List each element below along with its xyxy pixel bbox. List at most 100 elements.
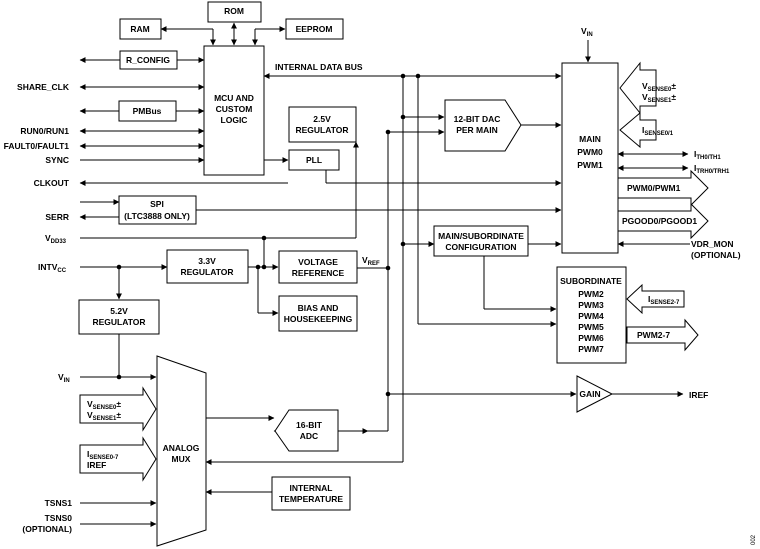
mcu-block: MCU AND CUSTOM LOGIC <box>203 45 265 176</box>
mcu-label-line1: MCU AND <box>214 93 254 103</box>
isense01-label: ISENSE0/1 <box>642 125 674 137</box>
config-label-line2: CONFIGURATION <box>445 242 516 252</box>
vsense1-main-label: VSENSE1± <box>642 92 676 104</box>
mcu-label-line3: LOGIC <box>221 115 248 125</box>
intvcc-label: INTVCC <box>38 262 67 274</box>
run-label: RUN0/RUN1 <box>20 126 69 136</box>
voltage-reference-block: VOLTAGE REFERENCE <box>278 250 358 284</box>
sub-pwm4-label: PWM4 <box>578 311 604 321</box>
clkout-label: CLKOUT <box>34 178 70 188</box>
tsns1-label: TSNS1 <box>45 498 73 508</box>
vdd33-label: VDD33 <box>45 233 67 245</box>
gain-label: GAIN <box>579 389 600 399</box>
vsense1-mux-label: VSENSE1± <box>87 410 121 422</box>
subordinate-block: SUBORDINATE PWM2 PWM3 PWM4 PWM5 PWM6 PWM… <box>556 266 627 364</box>
sub-pwm3-label: PWM3 <box>578 300 604 310</box>
analog-mux-line2: MUX <box>172 454 191 464</box>
pwm27-label: PWM2-7 <box>637 330 670 340</box>
regulator-5v2-block: 5.2V REGULATOR <box>78 299 160 335</box>
rom-block: ROM <box>207 1 262 23</box>
vsense-mux-input-arrow <box>79 386 157 432</box>
isense07-input-arrow <box>79 436 157 482</box>
regulator-3v3-block: 3.3V REGULATOR <box>166 249 249 284</box>
ram-block: RAM <box>119 18 162 40</box>
subordinate-label: SUBORDINATE <box>560 276 622 286</box>
bias-housekeeping-block: BIAS AND HOUSEKEEPING <box>278 295 358 332</box>
analog-mux-line1: ANALOG <box>163 443 200 453</box>
vdr-mon-optional-label: (OPTIONAL) <box>691 250 741 260</box>
regulator-2v5-line2: REGULATOR <box>295 125 348 135</box>
dac-block: 12-BIT DAC PER MAIN <box>444 99 522 152</box>
config-block: MAIN/SUBORDINATE CONFIGURATION <box>433 225 529 257</box>
regulator-3v3-line1: 3.3V <box>198 256 216 266</box>
figure-id: 002 <box>751 534 757 545</box>
junction-dots <box>116 73 421 397</box>
rom-label: ROM <box>224 6 244 16</box>
regulator-3v3-line2: REGULATOR <box>180 267 233 277</box>
r-config-block: R_CONFIG <box>119 50 178 70</box>
isense07-label: ISENSE0-7 <box>87 449 119 461</box>
pmbus-block: PMBus <box>118 100 177 122</box>
pll-block: PLL <box>288 149 340 171</box>
isense01-input-arrow <box>619 111 657 149</box>
voltage-reference-line1: VOLTAGE <box>298 257 338 267</box>
regulator-5v2-line2: REGULATOR <box>92 317 145 327</box>
vsense-main-input-arrow <box>619 61 657 115</box>
vdr-mon-label: VDR_MON <box>691 239 734 249</box>
pll-label: PLL <box>306 155 322 165</box>
eeprom-label: EEPROM <box>296 24 333 34</box>
main-label: MAIN <box>579 134 601 144</box>
iref-output-label: IREF <box>689 390 708 400</box>
share-clk-label: SHARE_CLK <box>17 82 70 92</box>
sync-label: SYNC <box>45 155 69 165</box>
isense27-label: ISENSE2-7 <box>648 294 680 306</box>
gain-amplifier: GAIN <box>576 375 614 413</box>
main-pwm-block: MAIN PWM0 PWM1 <box>561 62 619 254</box>
vin-left-label: VIN <box>58 372 70 384</box>
pwm01-label: PWM0/PWM1 <box>627 183 681 193</box>
pgood-label: PGOOD0/PGOOD1 <box>622 216 697 226</box>
adc-label-line1: 16-BIT <box>296 420 323 430</box>
itrh-label: ITRH0/TRH1 <box>694 163 730 175</box>
tsns0-label: TSNS0 <box>45 513 73 523</box>
sub-pwm6-label: PWM6 <box>578 333 604 343</box>
config-label-line1: MAIN/SUBORDINATE <box>438 231 524 241</box>
main-pwm1-label: PWM1 <box>577 160 603 170</box>
sub-pwm7-label: PWM7 <box>578 344 604 354</box>
spi-label-line1: SPI <box>150 199 164 209</box>
pwm01-output-arrow <box>617 169 709 207</box>
ram-label: RAM <box>130 24 149 34</box>
internal-temperature-line2: TEMPERATURE <box>279 494 343 504</box>
isense27-input-arrow <box>626 283 685 315</box>
internal-temperature-block: INTERNAL TEMPERATURE <box>271 476 351 511</box>
adc-block: 16-BIT ADC <box>274 409 339 452</box>
dac-label-line1: 12-BIT DAC <box>454 114 501 124</box>
vref-label: VREF <box>362 255 380 267</box>
sub-pwm2-label: PWM2 <box>578 289 604 299</box>
iref-input-label: IREF <box>87 460 106 470</box>
voltage-reference-line2: REFERENCE <box>292 268 345 278</box>
pgood-output-arrow <box>617 202 709 240</box>
serr-label: SERR <box>45 212 69 222</box>
tsns0-optional-label: (OPTIONAL) <box>22 524 72 534</box>
bias-housekeeping-line2: HOUSEKEEPING <box>284 314 353 324</box>
spi-label-line2: (LTC3888 ONLY) <box>124 211 190 221</box>
internal-temperature-line1: INTERNAL <box>290 483 333 493</box>
vin-top-label: VIN <box>581 26 593 38</box>
connection-wires <box>79 22 690 527</box>
analog-mux-block: ANALOG MUX <box>156 355 207 547</box>
r-config-label: R_CONFIG <box>126 55 170 65</box>
sub-pwm5-label: PWM5 <box>578 322 604 332</box>
dac-label-line2: PER MAIN <box>456 125 498 135</box>
adc-label-line2: ADC <box>300 431 318 441</box>
eeprom-block: EEPROM <box>285 18 344 40</box>
regulator-2v5-line1: 2.5V <box>313 114 331 124</box>
bias-housekeeping-line1: BIAS AND <box>298 303 339 313</box>
regulator-2v5-block: 2.5V REGULATOR <box>288 106 357 143</box>
regulator-5v2-line1: 5.2V <box>110 306 128 316</box>
main-pwm0-label: PWM0 <box>577 147 603 157</box>
spi-block: SPI (LTC3888 ONLY) <box>118 195 197 225</box>
vsense0-mux-label: VSENSE0± <box>87 399 121 411</box>
fault-label: FAULT0/FAULT1 <box>4 141 70 151</box>
